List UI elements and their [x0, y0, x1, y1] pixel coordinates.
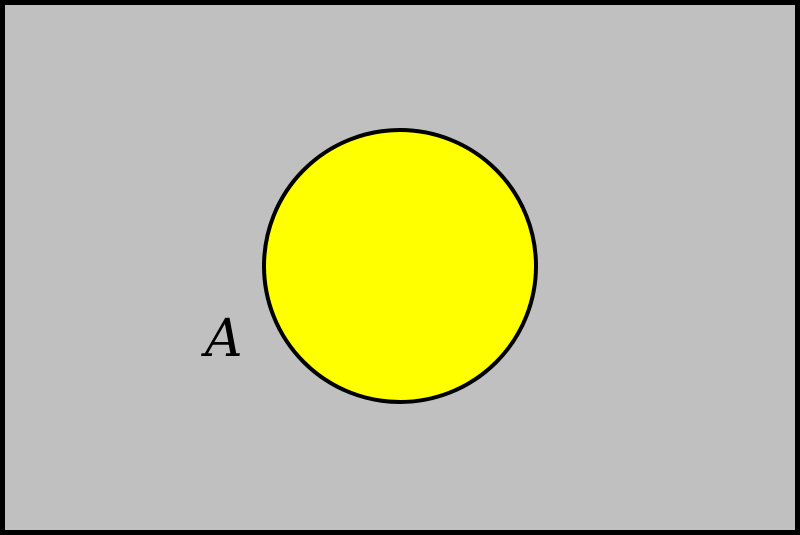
set-a-circle: [262, 128, 538, 404]
set-a-label: A: [201, 309, 243, 369]
